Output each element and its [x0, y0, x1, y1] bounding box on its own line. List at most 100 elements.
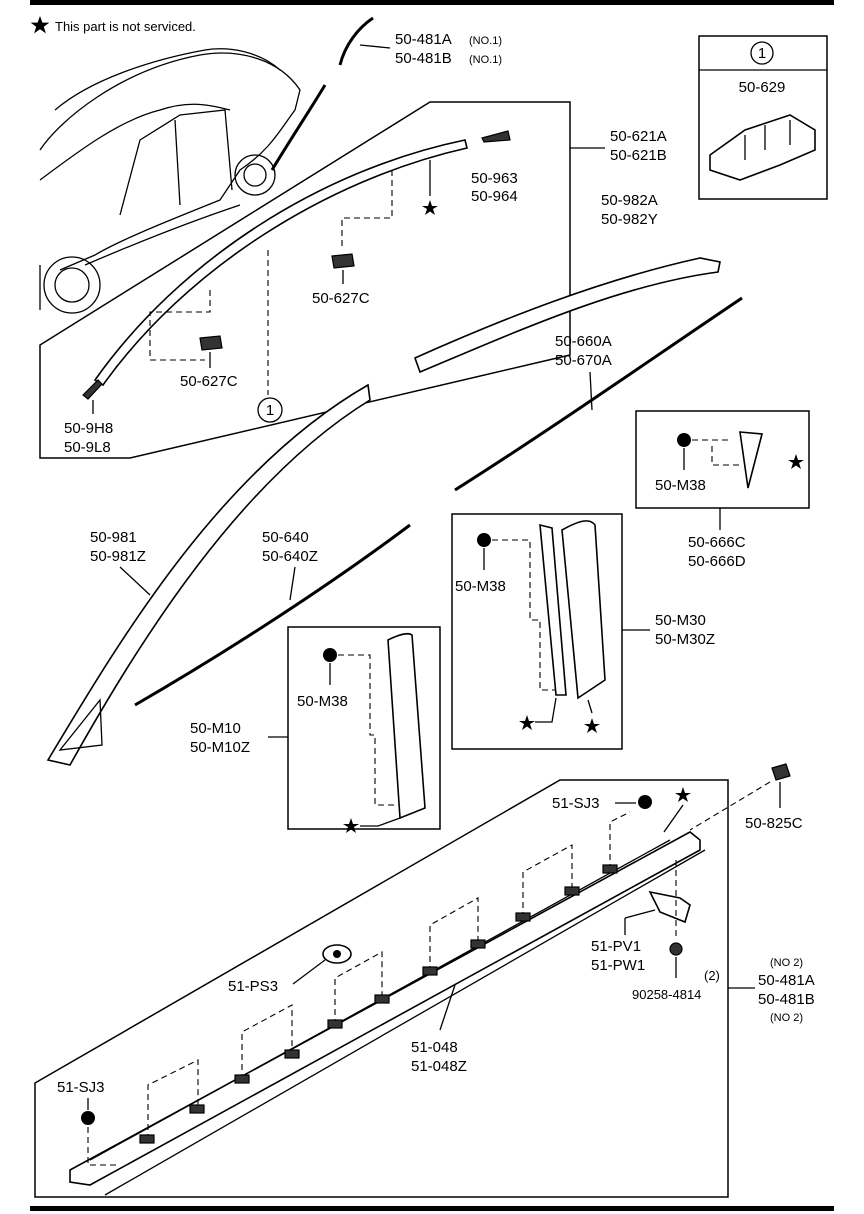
part-50-M10	[387, 633, 426, 820]
detail-box-M30-frame	[451, 513, 623, 750]
part-50-627C-upper	[331, 253, 355, 269]
label-90258-4814: 90258-4814	[632, 987, 701, 1002]
label-50-670A: 50-670A	[555, 352, 612, 369]
star-icon	[343, 818, 359, 833]
sill-clip	[515, 912, 531, 922]
callout-circle	[257, 397, 283, 423]
dash-M10	[338, 654, 398, 806]
dash-clip-1	[341, 170, 393, 250]
star-legend: This part is not serviced.	[30, 16, 196, 34]
leader-50-640	[289, 566, 296, 601]
car-illustration	[39, 48, 327, 314]
label-50-627C-lower: 50-627C	[180, 373, 238, 390]
sill-clip	[374, 994, 390, 1004]
label-50-481A-sub: (NO.1)	[469, 35, 502, 47]
part-50-627C-lower	[199, 335, 223, 351]
sill-clip	[422, 966, 438, 976]
part-51-048	[69, 831, 701, 1186]
label-50-481A-no2: 50-481A	[758, 972, 815, 989]
label-50-964: 50-964	[471, 188, 518, 205]
label-51-PS3: 51-PS3	[228, 978, 278, 995]
label-51-048Z: 51-048Z	[411, 1058, 467, 1075]
label-50-666C: 50-666C	[688, 534, 746, 551]
part-51-PS3-center	[333, 950, 341, 958]
part-50-981	[46, 383, 371, 766]
part-50-981-corner	[58, 698, 103, 751]
dash-sill-1	[147, 1059, 199, 1140]
callout-circle-box	[750, 41, 774, 65]
label-50-825C: 50-825C	[745, 815, 803, 832]
leader-51-PV1	[624, 909, 656, 935]
leader-51-PS3	[292, 959, 326, 985]
label-50-481B-no2: 50-481B	[758, 991, 815, 1008]
label-50-981Z: 50-981Z	[90, 548, 146, 565]
label-50-M38-b: 50-M38	[455, 578, 506, 595]
label-50-640: 50-640	[262, 529, 309, 546]
part-50-982	[413, 257, 721, 374]
leader-star-M10	[360, 817, 401, 827]
leader-star-M30-a	[535, 697, 557, 723]
sill-clip	[189, 1104, 205, 1114]
label-50-640Z: 50-640Z	[262, 548, 318, 565]
label-50-481A: 50-481A	[395, 31, 452, 48]
label-51-SJ3-bottom: 51-SJ3	[57, 1079, 105, 1096]
part-50-666C	[739, 431, 764, 489]
leader-star-M30-b	[587, 699, 593, 714]
detail-box-M10-frame	[287, 626, 441, 830]
label-50-621A: 50-621A	[610, 128, 667, 145]
part-50-M30-inner	[539, 523, 567, 696]
label-no2-bottom: (NO 2)	[770, 1012, 803, 1024]
label-51-048: 51-048	[411, 1039, 458, 1056]
label-50-982A: 50-982A	[601, 192, 658, 209]
part-51-SJ3-bottom	[81, 1111, 95, 1125]
sill-clip	[327, 1019, 343, 1029]
sill-clips	[139, 811, 631, 1144]
label-50-629: 50-629	[739, 79, 786, 96]
sill-clip	[234, 1074, 250, 1084]
detail-box-M10: 50-M38	[287, 626, 441, 833]
leader-50-481	[359, 44, 391, 49]
detail-box-1: 1 50-629	[698, 35, 828, 200]
label-51-PW1: 51-PW1	[591, 957, 645, 974]
sill-clip	[284, 1049, 300, 1059]
label-50-M38-a: 50-M38	[655, 477, 706, 494]
label-50-481B: 50-481B	[395, 50, 452, 67]
part-50-M38-fastener-c	[323, 648, 337, 662]
star-icon	[675, 787, 691, 802]
roof-molding-panel	[39, 101, 571, 459]
part-50-629	[709, 114, 816, 181]
label-50-9L8: 50-9L8	[64, 439, 111, 456]
part-51-048-lower-edge	[104, 849, 706, 1196]
part-50-621-molding	[93, 139, 468, 387]
part-50-660A	[454, 296, 743, 492]
detail-box-666-frame	[635, 410, 810, 509]
label-qty-2: (2)	[704, 968, 720, 983]
label-50-982Y: 50-982Y	[601, 211, 658, 228]
part-50-640	[134, 523, 411, 707]
sill-clip	[470, 939, 486, 949]
top-rule	[30, 0, 834, 5]
dash-sill-4	[429, 897, 479, 972]
dash-666	[692, 439, 742, 466]
leader-50-981	[119, 566, 151, 596]
star-icon	[422, 200, 438, 215]
leader-50-660A	[589, 371, 593, 411]
label-50-M10Z: 50-M10Z	[190, 739, 250, 756]
label-50-M30Z: 50-M30Z	[655, 631, 715, 648]
dash-sill-3	[334, 951, 383, 1025]
part-50-481-top	[338, 16, 374, 66]
label-51-PV1: 51-PV1	[591, 938, 641, 955]
label-no2-top: (NO 2)	[770, 957, 803, 969]
detail-box-1-frame	[698, 35, 828, 200]
car-front-wheel	[43, 256, 101, 314]
callout-number: 1	[266, 402, 274, 419]
car-rear-wheel-hub	[243, 163, 267, 187]
car-body-outline	[39, 52, 301, 271]
dash-sill-2	[241, 1004, 293, 1080]
label-50-627C-upper: 50-627C	[312, 290, 370, 307]
label-50-M10: 50-M10	[190, 720, 241, 737]
car-pillar	[174, 119, 181, 206]
part-50-M30-outer	[561, 520, 606, 700]
bottom-rule	[30, 1206, 834, 1211]
